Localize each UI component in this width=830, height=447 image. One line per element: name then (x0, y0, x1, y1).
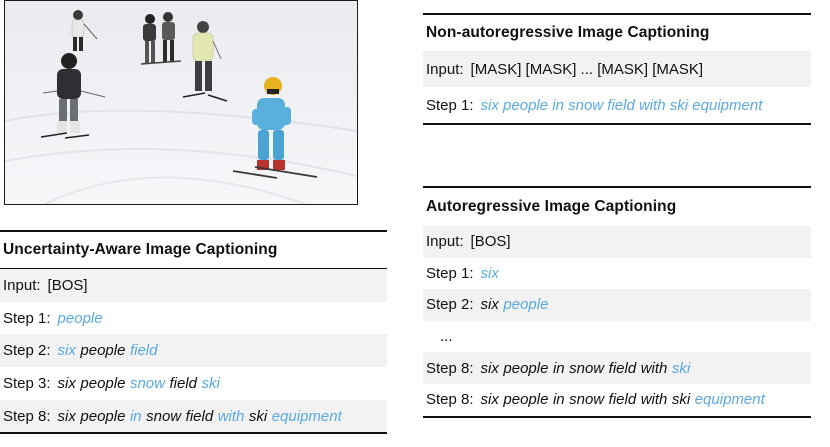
caption-token: six (57, 342, 76, 360)
caption-token: six (480, 264, 499, 282)
bottom-rule (423, 415, 811, 418)
caption-token: six people in snow field with ski equipm… (480, 96, 763, 114)
top-rule (423, 186, 811, 188)
caption-token: field (185, 407, 214, 425)
caption-token: six (480, 359, 499, 377)
caption-token: people (503, 296, 549, 314)
caption-row: Step 1: six (423, 258, 811, 290)
caption-token: field (169, 374, 197, 392)
header-rule (0, 268, 387, 269)
step-label: Input: (426, 233, 464, 251)
caption-token: people (80, 407, 126, 425)
caption-token: equipment (694, 391, 765, 409)
caption-token: people (503, 359, 549, 377)
panel-title: Uncertainty-Aware Image Captioning (3, 241, 278, 258)
caption-token: field (129, 342, 158, 360)
caption-row: Input: [BOS] (423, 226, 811, 258)
caption-token: with (217, 407, 245, 425)
step-label: Step 8: (426, 391, 474, 409)
skiing-photo-illustration (5, 1, 357, 204)
caption-token: people (80, 374, 126, 392)
caption-token: people (503, 391, 549, 409)
caption-row: Step 1: people (0, 302, 387, 335)
caption-token: ... (440, 328, 453, 346)
caption-token: people (57, 309, 103, 327)
caption-token: six (57, 407, 76, 425)
caption-token: ski (671, 359, 691, 377)
caption-token: people (80, 342, 126, 360)
caption-token: six (480, 296, 499, 314)
caption-token: ski (201, 374, 220, 392)
caption-token: snow (569, 359, 605, 377)
caption-token: [BOS] (47, 276, 88, 294)
caption-token: snow (146, 407, 182, 425)
bottom-rule (423, 123, 811, 125)
step-label: Input: (426, 60, 464, 78)
caption-token: ski (671, 391, 691, 409)
caption-token: ski (248, 407, 268, 425)
caption-token: snow (129, 374, 165, 392)
caption-token: snow (569, 391, 605, 409)
caption-row: Input: [BOS] (0, 269, 387, 302)
top-rule (423, 13, 811, 15)
step-label: Step 2: (426, 296, 474, 314)
step-label: Step 1: (3, 309, 51, 327)
step-label: Step 3: (3, 374, 51, 392)
step-rows: Input: [MASK] [MASK] ... [MASK] [MASK] Ste… (423, 51, 811, 123)
caption-token: field (608, 391, 637, 409)
non-autoregressive-panel: Non-autoregressive Image Captioning Inpu… (423, 13, 811, 125)
caption-row: Input: [MASK] [MASK] ... [MASK] [MASK] (423, 51, 811, 87)
step-label: Step 8: (426, 359, 474, 377)
step-label: Step 1: (426, 96, 474, 114)
caption-row: Step 1: six people in snow field with ski… (423, 87, 811, 123)
caption-token: in (552, 359, 565, 377)
autoregressive-panel: Autoregressive Image Captioning Input: [B… (423, 186, 811, 418)
caption-token: equipment (271, 407, 342, 425)
panel-title: Autoregressive Image Captioning (426, 198, 677, 215)
step-label: Input: (3, 276, 41, 294)
caption-token: [MASK] [MASK] ... [MASK] [MASK] (470, 60, 704, 78)
caption-token: with (640, 391, 668, 409)
step-label: Step 1: (426, 264, 474, 282)
caption-token: in (552, 391, 565, 409)
top-rule (0, 230, 387, 232)
uncertainty-aware-panel: Uncertainty-Aware Image Captioning Input… (0, 230, 387, 435)
caption-token: in (129, 407, 142, 425)
caption-token: field (608, 359, 637, 377)
caption-token: six (480, 391, 499, 409)
panel-title: Non-autoregressive Image Captioning (426, 24, 710, 41)
bottom-rule (0, 432, 387, 435)
caption-token: [BOS] (470, 233, 511, 251)
step-label: Step 2: (3, 342, 51, 360)
step-label: Step 8: (3, 407, 51, 425)
skiing-photo (4, 0, 358, 205)
caption-token: with (640, 359, 668, 377)
caption-row: ... (423, 321, 811, 353)
caption-token: six (57, 374, 76, 392)
